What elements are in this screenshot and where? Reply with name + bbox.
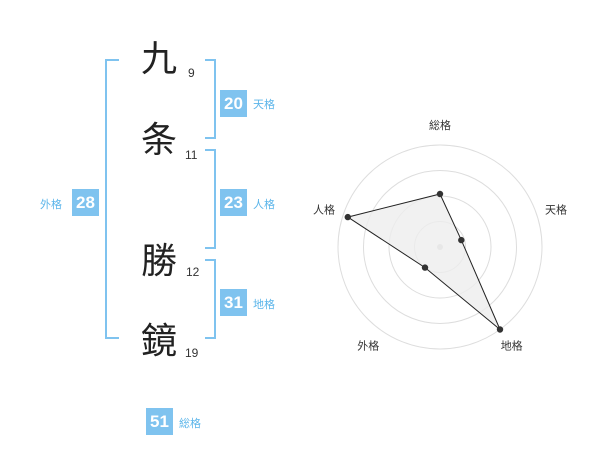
name-char-2-strokes: 11	[185, 148, 198, 162]
name-char-1: 九	[141, 39, 178, 80]
soukaku-value: 51	[146, 408, 173, 435]
chikaku-value: 31	[220, 289, 247, 316]
chikaku-bracket	[205, 259, 216, 339]
radar-point-1	[436, 190, 444, 198]
tenkaku-bracket	[205, 59, 216, 139]
soukaku-label: 総格	[179, 417, 201, 430]
radar-axis-label-3: 地格	[501, 339, 523, 353]
name-char-4-strokes: 19	[185, 346, 199, 360]
radar-axis-label-2: 天格	[545, 202, 567, 216]
jinkaku-bracket	[205, 149, 216, 249]
radar-point-2	[458, 236, 465, 244]
gaikaku-label: 外格	[40, 198, 62, 211]
name-char-2: 条	[141, 120, 178, 161]
chikaku-label: 地格	[253, 298, 275, 311]
jinkaku-value: 23	[220, 189, 247, 216]
radar-series-shape	[346, 193, 501, 330]
radar-axis-label-1: 総格	[429, 118, 451, 132]
name-char-1-strokes: 9	[188, 66, 195, 80]
radar-ring-3	[363, 170, 517, 324]
name-char-4: 鏡	[141, 321, 178, 362]
radar-point-4	[421, 264, 429, 271]
tenkaku-label: 天格	[253, 98, 275, 111]
name-char-3: 勝	[141, 241, 178, 282]
radar-point-5	[344, 213, 351, 221]
radar-point-3	[496, 326, 504, 333]
radar-axis-label-5: 人格	[313, 202, 335, 216]
tenkaku-value: 20	[220, 90, 247, 117]
radar-axis-label-4: 外格	[357, 339, 379, 353]
jinkaku-label: 人格	[253, 198, 275, 211]
gaikaku-value: 28	[72, 189, 99, 216]
name-char-3-strokes: 12	[186, 265, 200, 279]
gaikaku-bracket	[105, 59, 119, 339]
radar-ring-4	[337, 144, 543, 350]
